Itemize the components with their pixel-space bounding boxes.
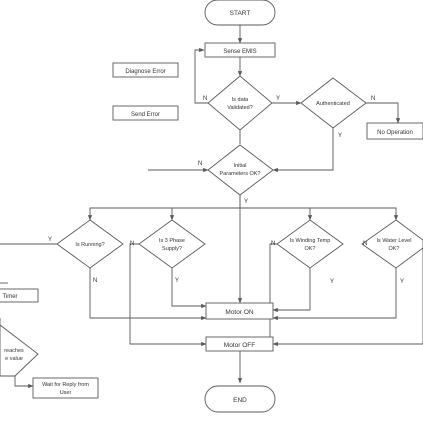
wait-label-line-2: User xyxy=(60,390,72,396)
decision-authenticated: Authenticated xyxy=(300,77,367,129)
no-operation-label: No Operation xyxy=(377,130,413,136)
decision-shape xyxy=(207,144,274,196)
decision-reaches-value: reaches e value xyxy=(0,324,39,377)
label-phase-yes: Y xyxy=(175,278,179,284)
decision-shape xyxy=(0,324,39,377)
edge-winding-no xyxy=(269,243,277,345)
edge-water-no xyxy=(272,244,423,347)
decision-shape xyxy=(138,219,206,269)
start-terminal-shape xyxy=(204,0,276,26)
phase-label-line-2: Supply? xyxy=(162,246,182,252)
end-label: END xyxy=(233,397,247,404)
end-terminal: END xyxy=(204,385,276,413)
diagnose-error-label: Diagnose Error xyxy=(125,69,165,75)
initial-label-line-1: Initial xyxy=(234,163,247,169)
edge-right-into-initial xyxy=(272,144,334,173)
edge-winding-yes xyxy=(272,268,311,313)
edge-phase-no xyxy=(129,243,207,347)
process-shape xyxy=(112,62,179,78)
water-label-line-1: Is Water Level xyxy=(377,238,412,244)
decision-shape xyxy=(207,75,273,131)
label-running-yes: Y xyxy=(48,237,52,243)
end-terminal-shape xyxy=(204,385,276,413)
process-shape xyxy=(366,122,423,140)
decision-is-winding-temp-ok: Is Winding Temp OK? xyxy=(276,219,344,269)
motor-on-label: Motor ON xyxy=(225,309,253,316)
edge-running-no xyxy=(89,268,207,321)
wait-label-line-1: Wait for Reply from xyxy=(42,382,89,388)
winding-label-line-2: OK? xyxy=(304,246,315,252)
edge-validated-no-loop xyxy=(194,47,210,104)
decision-is-water-level-ok: Is Water Level OK? xyxy=(361,219,423,269)
label-auth-no: N xyxy=(371,96,375,102)
label-running-no: N xyxy=(93,278,97,284)
decision-is-data-validated: Is data Validated? xyxy=(207,75,273,131)
reaches-label-line-2: e value xyxy=(5,356,23,362)
edge-to-running xyxy=(87,195,241,221)
label-initial-yes: Y xyxy=(244,199,248,205)
timer-label: Timer xyxy=(2,294,17,300)
label-winding-no: N xyxy=(271,241,275,247)
motor-off-label: Motor OFF xyxy=(224,342,255,349)
sense-emis-label: Sense EMIS xyxy=(223,49,256,55)
edge-phase-yes xyxy=(171,268,207,309)
decision-shape xyxy=(361,219,423,269)
process-motor-on: Motor ON xyxy=(205,302,274,320)
winding-label-line-1: Is Winding Temp xyxy=(290,238,331,244)
phase-label-line-1: Is 3 Phase xyxy=(159,238,185,244)
decision-initial-parameters-ok: Initial Parameters OK? xyxy=(207,144,274,196)
authenticated-label: Authenticated xyxy=(316,101,350,107)
edge-labels: N Y N Y N Y Y N N Y N Y N Y xyxy=(48,96,404,285)
process-shape xyxy=(204,42,276,58)
initial-label-line-2: Parameters OK? xyxy=(220,171,261,177)
start-label: START xyxy=(230,10,251,17)
process-sense-emis: Sense EMIS xyxy=(204,42,276,58)
process-shape xyxy=(112,105,179,121)
decision-is-running: Is Running? xyxy=(56,219,124,269)
process-no-operation: No Operation xyxy=(366,122,423,140)
label-initial-no: N xyxy=(198,161,202,167)
process-shape xyxy=(205,336,274,352)
reaches-label-line-1: reaches xyxy=(4,348,24,354)
edge-water-yes xyxy=(272,268,397,321)
validated-label-line-1: Is data xyxy=(232,97,249,103)
process-diagnose-error: Diagnose Error xyxy=(112,62,179,78)
process-wait-for-reply: Wait for Reply from User xyxy=(32,377,99,399)
label-validated-yes: Y xyxy=(276,96,280,102)
decision-shape xyxy=(300,77,367,129)
water-label-line-2: OK? xyxy=(388,246,399,252)
edge-to-water xyxy=(240,207,399,221)
label-validated-no: N xyxy=(203,96,207,102)
running-label: Is Running? xyxy=(75,242,104,248)
edge-reaches-to-wait xyxy=(14,375,34,389)
decision-shape xyxy=(56,219,124,269)
label-phase-no: N xyxy=(130,241,134,247)
start-terminal: START xyxy=(204,0,276,26)
label-winding-yes: Y xyxy=(330,279,334,285)
process-shape xyxy=(205,302,274,320)
process-timer: Timer xyxy=(0,288,39,303)
connectors xyxy=(0,25,423,389)
process-send-error: Send Error xyxy=(112,105,179,121)
edge-auth-no xyxy=(366,102,401,124)
process-motor-off: Motor OFF xyxy=(205,336,274,352)
process-shape xyxy=(32,377,99,399)
decision-shape xyxy=(276,219,344,269)
process-shape xyxy=(0,288,39,303)
send-error-label: Send Error xyxy=(131,112,160,118)
validated-label-line-2: Validated? xyxy=(227,105,253,111)
decision-is-phase-supply: Is 3 Phase Supply? xyxy=(138,219,206,269)
label-water-no: N xyxy=(363,241,367,247)
label-auth-yes: Y xyxy=(338,133,342,139)
label-water-yes: Y xyxy=(400,279,404,285)
